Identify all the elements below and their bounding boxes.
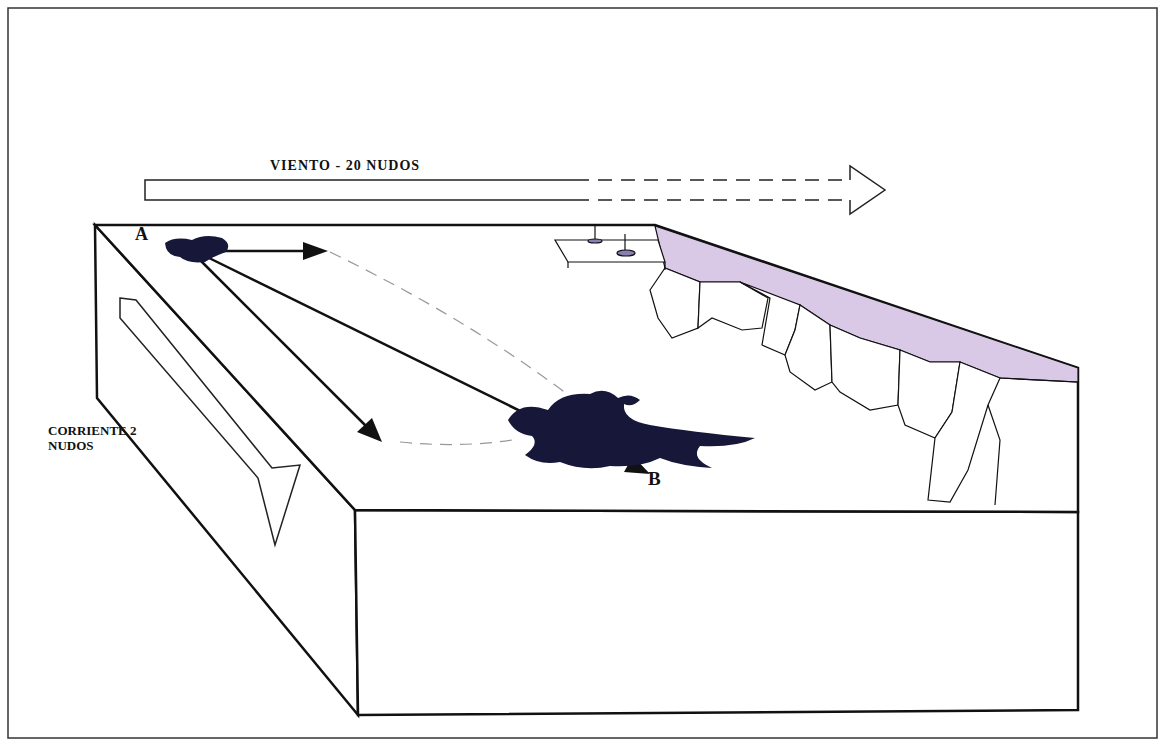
block-front-face bbox=[355, 510, 1078, 715]
sea-surface bbox=[95, 225, 1078, 512]
cliffs bbox=[650, 268, 1078, 505]
oil-slick-a bbox=[165, 236, 228, 263]
dock bbox=[555, 226, 665, 270]
wind-label: VIENTO - 20 NUDOS bbox=[270, 158, 420, 174]
oil-slick-b bbox=[508, 391, 755, 468]
current-label: CORRIENTE 2 NUDOS bbox=[48, 424, 153, 454]
point-label: A bbox=[135, 224, 148, 245]
frame bbox=[8, 8, 1157, 738]
point-label: B bbox=[648, 468, 661, 490]
wind-arrow bbox=[145, 166, 885, 214]
current-arrow bbox=[120, 298, 300, 545]
